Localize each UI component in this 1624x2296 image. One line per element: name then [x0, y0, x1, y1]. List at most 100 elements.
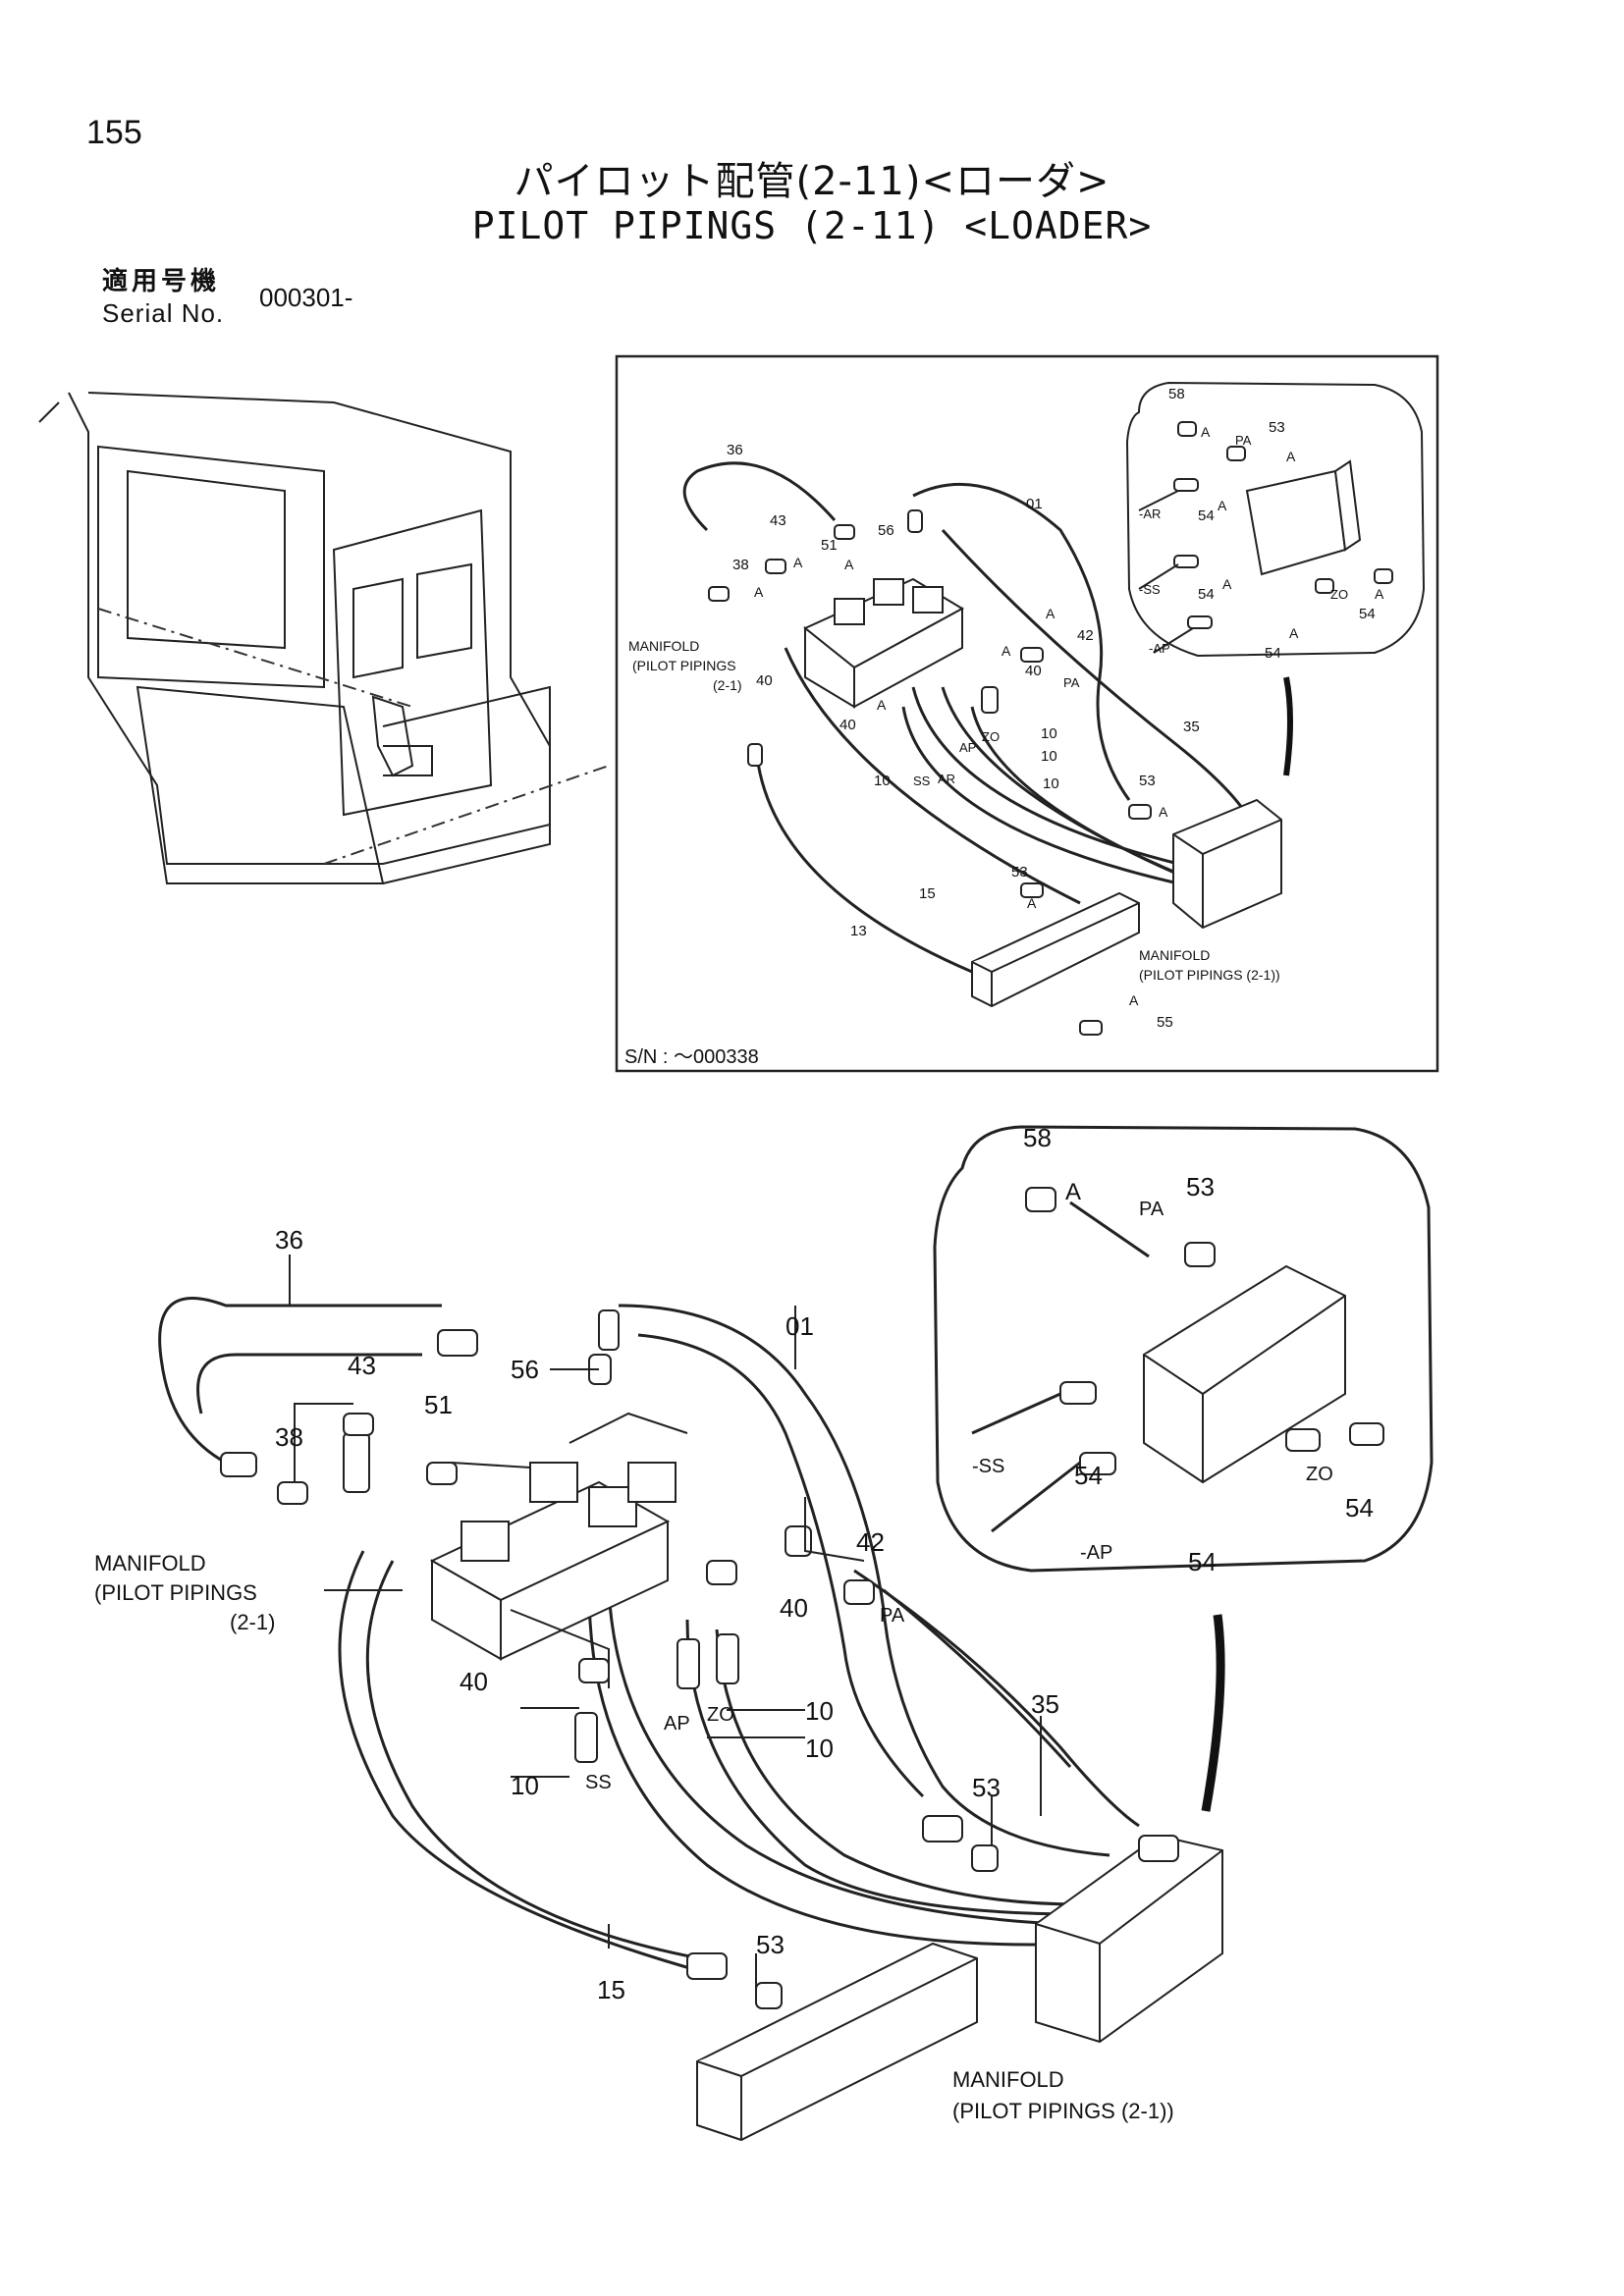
manifold-left-line3: (2-1): [230, 1610, 275, 1634]
svg-text:38: 38: [732, 557, 749, 573]
svg-text:51: 51: [821, 537, 838, 554]
svg-text:A: A: [1001, 643, 1011, 659]
callout-10-b: 10: [805, 1734, 834, 1763]
inset-manifold-bottom-line2: (PILOT PIPINGS (2-1)): [1139, 967, 1280, 983]
svg-text:53: 53: [1269, 419, 1285, 436]
svg-text:54: 54: [1198, 586, 1215, 603]
svg-text:36: 36: [727, 442, 743, 458]
inset-manifold-bottom-line1: MANIFOLD: [1139, 947, 1210, 963]
inset-manifold-top-line1: MANIFOLD: [628, 638, 699, 654]
port-zo-detail: ZO: [1306, 1464, 1333, 1485]
svg-text:A: A: [1375, 586, 1384, 602]
callout-40-upper: 40: [780, 1593, 808, 1623]
svg-text:A: A: [844, 557, 854, 572]
svg-text:53: 53: [1011, 864, 1028, 881]
svg-text:A: A: [1027, 895, 1037, 911]
port-pa-main: PA: [880, 1605, 905, 1627]
callout-58: 58: [1023, 1123, 1052, 1152]
manifold-left-line2: (PILOT PIPINGS: [94, 1580, 257, 1605]
svg-text:SS: SS: [913, 774, 931, 788]
port-ap-main: AP: [664, 1713, 690, 1735]
svg-text:A: A: [1159, 804, 1168, 820]
callout-10-c: 10: [511, 1771, 539, 1800]
callout-a: A: [1065, 1179, 1081, 1205]
svg-text:53: 53: [1139, 773, 1156, 789]
svg-text:A: A: [877, 697, 887, 713]
inset-manifold-top-line2: (PILOT PIPINGS: [632, 658, 736, 673]
svg-text:-SS: -SS: [1139, 582, 1161, 597]
callout-15: 15: [597, 1975, 625, 2004]
callout-54-b: 54: [1345, 1493, 1374, 1522]
svg-text:A: A: [1046, 606, 1056, 621]
callout-51: 51: [424, 1390, 453, 1419]
page-number: 155: [86, 114, 142, 151]
title-japanese: パイロット配管(2-11)<ローダ>: [514, 159, 1110, 204]
svg-text:35: 35: [1183, 719, 1200, 735]
callout-54-a: 54: [1074, 1461, 1103, 1490]
inset-frame: [615, 354, 1439, 1073]
inset-leader-arrow: [1283, 676, 1293, 776]
svg-text:ZO: ZO: [1330, 587, 1348, 602]
inset-detail-bubble: [1125, 381, 1426, 658]
manifold-left-line1: MANIFOLD: [94, 1551, 206, 1575]
callout-42: 42: [856, 1527, 885, 1557]
port-zo-main: ZO: [707, 1704, 734, 1726]
svg-text:40: 40: [1025, 663, 1042, 679]
inset-manifold-top-line3: (2-1): [713, 677, 742, 693]
serial-value: 000301-: [259, 283, 353, 312]
svg-text:58: 58: [1168, 386, 1185, 402]
callout-53-detail: 53: [1186, 1172, 1215, 1201]
svg-text:PA: PA: [1235, 433, 1252, 448]
svg-text:15: 15: [919, 885, 936, 902]
svg-text:54: 54: [1359, 606, 1376, 622]
callout-54-c: 54: [1188, 1547, 1217, 1576]
svg-text:A: A: [1286, 449, 1296, 464]
svg-text:01: 01: [1026, 496, 1043, 512]
inset-drawing: S/N : ～000338 58 53 54 54 54 54 PA -AR -…: [615, 354, 1439, 1073]
svg-text:40: 40: [756, 672, 773, 689]
svg-text:55: 55: [1157, 1014, 1173, 1031]
svg-text:AP: AP: [959, 740, 976, 755]
svg-text:A: A: [1289, 625, 1299, 641]
svg-text:10: 10: [1041, 748, 1057, 765]
main-drawing: MANIFOLD (PILOT PIPINGS (2-1) MANIFOLD (…: [94, 1123, 1434, 2142]
port-pa-detail: PA: [1139, 1199, 1164, 1220]
port-ss-detail: -SS: [972, 1456, 1004, 1477]
manifold-right-line1: MANIFOLD: [952, 2067, 1064, 2092]
svg-text:AR: AR: [938, 772, 955, 786]
serial-label-english: Serial No.: [102, 298, 225, 328]
manifold-right-line2: (PILOT PIPINGS (2-1)): [952, 2099, 1174, 2123]
svg-text:10: 10: [1041, 725, 1057, 742]
svg-text:A: A: [793, 555, 803, 570]
inset-serial-range: S/N : ～000338: [624, 1046, 759, 1068]
svg-text:-AP: -AP: [1149, 641, 1170, 656]
svg-text:10: 10: [1043, 775, 1059, 792]
svg-text:A: A: [1218, 498, 1227, 513]
title-english: PILOT PIPINGS (2-11) <LOADER>: [471, 204, 1153, 247]
port-ss-main: SS: [585, 1772, 612, 1793]
svg-text:54: 54: [1265, 645, 1281, 662]
svg-text:10: 10: [874, 773, 891, 789]
svg-text:56: 56: [878, 522, 894, 539]
svg-text:43: 43: [770, 512, 786, 529]
callout-53-bottom: 53: [756, 1930, 785, 1959]
detail-leader-arrow: [1201, 1614, 1225, 1812]
callout-53-right: 53: [972, 1773, 1001, 1802]
svg-text:54: 54: [1198, 507, 1215, 524]
svg-text:PA: PA: [1063, 675, 1080, 690]
callout-40-lower: 40: [460, 1667, 488, 1696]
svg-text:40: 40: [839, 717, 856, 733]
svg-text:A: A: [1222, 576, 1232, 592]
svg-text:A: A: [1129, 992, 1139, 1008]
svg-text:42: 42: [1077, 627, 1094, 644]
callout-01: 01: [785, 1311, 814, 1341]
callout-10-a: 10: [805, 1696, 834, 1726]
svg-text:A: A: [1201, 424, 1211, 440]
serial-label-japanese: 適用号機: [102, 266, 221, 295]
svg-text:-AR: -AR: [1139, 507, 1161, 521]
callout-36: 36: [275, 1225, 303, 1255]
svg-text:A: A: [754, 584, 764, 600]
callout-35: 35: [1031, 1689, 1059, 1719]
callout-38: 38: [275, 1422, 303, 1452]
